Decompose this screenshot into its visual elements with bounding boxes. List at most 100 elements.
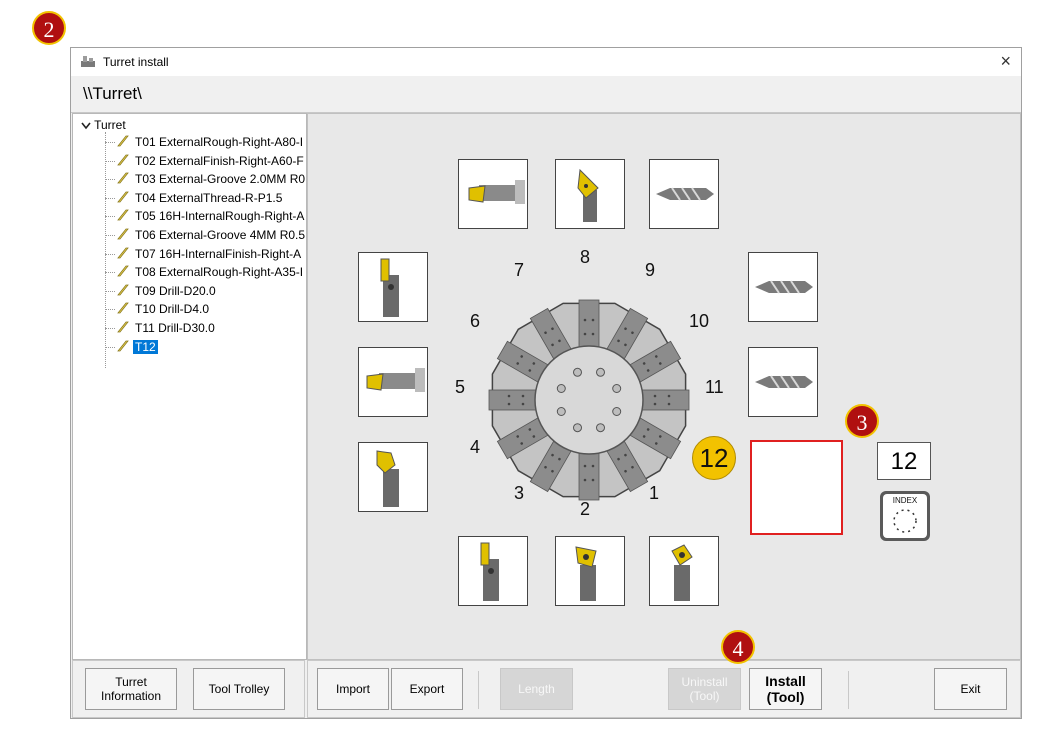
- bolt-hole: [612, 384, 622, 393]
- length-button[interactable]: Length: [500, 668, 573, 710]
- tool-slot-2[interactable]: [555, 536, 625, 606]
- index-button[interactable]: INDEX: [880, 491, 930, 541]
- position-label-1: 1: [649, 483, 660, 503]
- tree-item-label: T08 ExternalRough-Right-A35-I: [135, 265, 304, 280]
- tree-guide-line: [105, 132, 106, 368]
- tree-item-label: T06 External-Groove 4MM R0.5: [135, 228, 306, 242]
- install-label-2: (Tool): [766, 689, 805, 705]
- current-position-badge: 12: [692, 436, 736, 480]
- tool-slot-7[interactable]: [458, 159, 528, 229]
- action-button-panel: Import Export Length Uninstall (Tool) In…: [307, 660, 1021, 718]
- tree-item[interactable]: T02 ExternalFinish-Right-A60-F: [117, 153, 306, 170]
- tree-item-label: T01 ExternalRough-Right-A80-I: [135, 135, 304, 149]
- close-icon[interactable]: ×: [1000, 51, 1011, 71]
- annotation-badge-3: 3: [845, 404, 879, 438]
- tool-slot-11[interactable]: [748, 347, 818, 417]
- bolt-hole: [573, 367, 582, 377]
- bolt-hole: [596, 367, 605, 377]
- exit-button[interactable]: Exit: [934, 668, 1007, 710]
- tool-insert-icon: [117, 154, 129, 165]
- tool-insert-icon: [117, 321, 129, 333]
- turret-segment: [638, 389, 690, 411]
- position-label-3: 3: [514, 483, 525, 503]
- tree-item-label: T09 Drill-D20.0: [135, 283, 216, 298]
- tool-holder-icon: [480, 542, 499, 601]
- tree-item-label: T12: [133, 339, 158, 354]
- tool-holder-icon: [577, 168, 599, 222]
- export-button[interactable]: Export: [391, 668, 463, 710]
- install-label-1: Install: [765, 673, 806, 689]
- bolt-hole: [556, 407, 566, 416]
- tree-item[interactable]: T05 16H-InternalRough-Right-A: [117, 208, 306, 225]
- annotation-badge-2: 2: [32, 11, 66, 45]
- tree-item[interactable]: T07 16H-InternalFinish-Right-A: [117, 246, 303, 263]
- tool-slot-3[interactable]: [458, 536, 528, 606]
- tool-insert-icon: [117, 340, 129, 351]
- tool-holder-icon: [671, 544, 693, 601]
- tool-insert-icon: [117, 135, 129, 147]
- tool-slot-4[interactable]: [358, 442, 428, 512]
- tool-tree: Turret T01 ExternalRough-Right-A80-I T02 …: [72, 113, 307, 660]
- tool-insert-icon: [117, 172, 129, 184]
- tool-slot-8[interactable]: [555, 159, 625, 229]
- tool-slot-6[interactable]: [358, 252, 428, 322]
- tree-guide-line: [105, 309, 115, 311]
- position-label-2: 2: [580, 499, 591, 519]
- tree-guide-line: [105, 197, 115, 199]
- drill-icon: [755, 375, 813, 389]
- index-dial-icon: [893, 509, 917, 533]
- tool-insert-icon: [117, 284, 129, 296]
- tree-guide-line: [105, 253, 115, 255]
- path-bar: \\Turret\: [71, 76, 1021, 113]
- chevron-down-icon[interactable]: [81, 122, 91, 130]
- window-title: Turret install: [103, 55, 169, 69]
- boring-bar-icon: [468, 180, 525, 204]
- position-label-9: 9: [645, 260, 656, 280]
- tool-insert-icon: [117, 209, 129, 221]
- index-button-label: INDEX: [892, 496, 918, 505]
- tree-item[interactable]: T03 External-Groove 2.0MM R0: [117, 171, 306, 188]
- tree-guide-line: [105, 179, 115, 181]
- index-value-box: 12: [877, 442, 931, 480]
- turret-information-button[interactable]: Turret Information: [85, 668, 177, 710]
- tree-item-label: T11 Drill-D30.0: [135, 321, 215, 335]
- tree-item[interactable]: T08 ExternalRough-Right-A35-I: [117, 264, 305, 281]
- tool-insert-icon: [117, 228, 129, 240]
- tool-insert-icon: [117, 265, 129, 277]
- tool-slot-5[interactable]: [358, 347, 428, 417]
- tree-item[interactable]: T01 ExternalRough-Right-A80-I: [117, 134, 305, 151]
- drill-icon: [656, 187, 714, 201]
- tree-item[interactable]: T12: [117, 339, 158, 356]
- tree-item[interactable]: T04 ExternalThread-R-P1.5: [117, 190, 284, 207]
- title-bar: Turret install ×: [71, 48, 1021, 76]
- boring-bar-icon: [366, 368, 425, 392]
- tree-guide-line: [105, 272, 115, 274]
- uninstall-tool-button[interactable]: Uninstall (Tool): [668, 668, 741, 710]
- tree-root-label: Turret: [94, 118, 126, 132]
- tool-slot-1[interactable]: [649, 536, 719, 606]
- turret-segment: [578, 449, 600, 501]
- tree-item[interactable]: T11 Drill-D30.0: [117, 320, 217, 337]
- tool-holder-icon: [575, 546, 597, 601]
- tree-item-label: T07 16H-InternalFinish-Right-A: [135, 246, 302, 261]
- active-tool-slot[interactable]: [750, 440, 843, 535]
- tool-slot-9[interactable]: [649, 159, 719, 229]
- import-button[interactable]: Import: [317, 668, 389, 710]
- install-tool-button[interactable]: Install (Tool): [749, 668, 822, 710]
- position-label-6: 6: [470, 311, 481, 331]
- tree-root[interactable]: Turret: [81, 118, 126, 132]
- annotation-badge-4: 4: [721, 630, 755, 664]
- position-label-7: 7: [514, 260, 525, 280]
- tree-item[interactable]: T06 External-Groove 4MM R0.5: [117, 227, 306, 244]
- tool-insert-icon: [117, 191, 129, 203]
- turret-graphic: [488, 299, 690, 501]
- tool-trolley-button[interactable]: Tool Trolley: [193, 668, 285, 710]
- tree-item[interactable]: T10 Drill-D4.0: [117, 301, 211, 318]
- tree-item[interactable]: T09 Drill-D20.0: [117, 283, 218, 300]
- bolt-hole: [596, 423, 605, 433]
- position-label-4: 4: [470, 437, 481, 457]
- tool-holder-icon: [376, 450, 399, 507]
- bolt-hole: [612, 407, 622, 416]
- tool-slot-10[interactable]: [748, 252, 818, 322]
- position-label-11: 11: [705, 377, 724, 397]
